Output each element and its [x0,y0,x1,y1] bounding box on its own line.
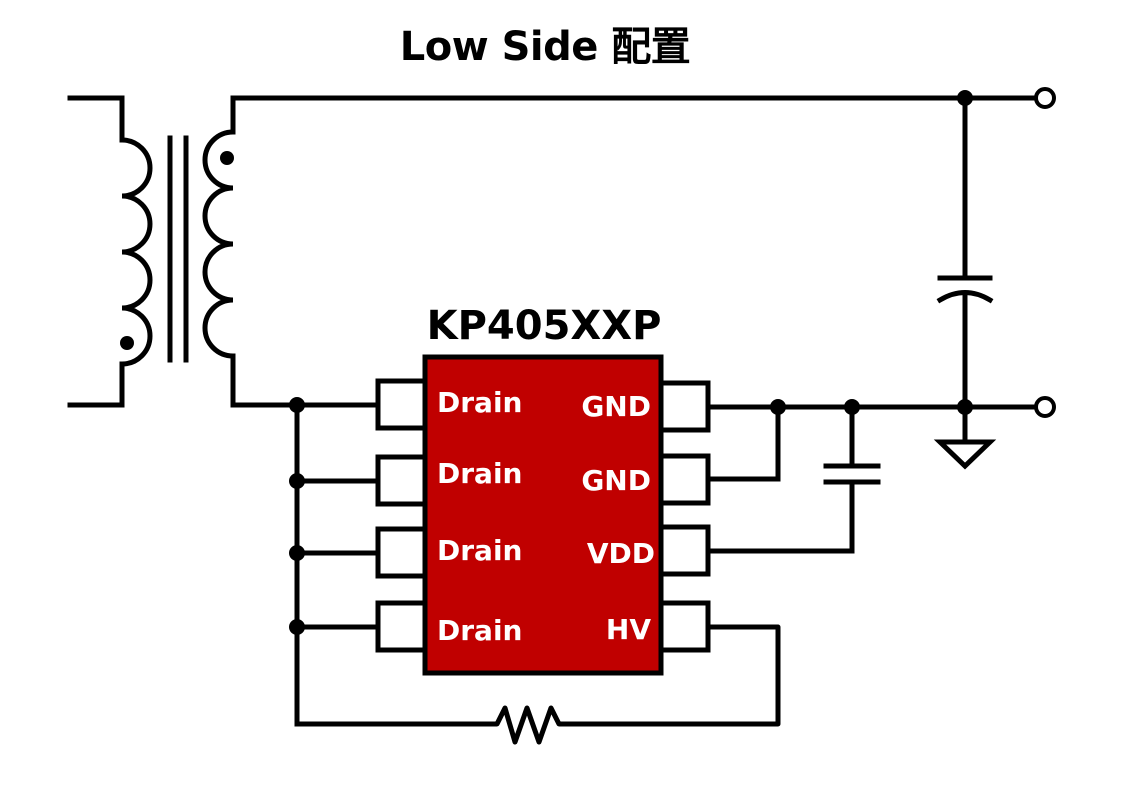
pin-label-drain-1: Drain [437,386,522,419]
pin-label-vdd: VDD [587,537,655,570]
primary-polarity-dot [120,336,134,350]
secondary-polarity-dot [220,151,234,165]
transformer-core [167,135,189,363]
chip-name-label: KP405XXP [427,303,662,349]
ground-symbol [933,404,997,470]
pin-label-drain-2: Drain [437,457,522,490]
transformer-primary-winding [67,95,153,408]
vdd-capacitor [705,404,881,554]
output-capacitor [936,95,994,410]
chip-right-pin-pads [658,380,711,653]
pin-label-drain-4: Drain [437,614,522,647]
junction-dots [289,90,973,635]
output-positive-terminal [1034,87,1056,109]
hv-resistor [294,624,781,745]
pin-label-drain-3: Drain [437,534,522,567]
pin-label-gnd-1: GND [581,390,651,423]
pin-label-gnd-2: GND [581,464,651,497]
diagram-title: Low Side 配置 [399,24,691,70]
chip-left-pin-pads [375,378,428,653]
transformer-secondary-winding [202,95,236,408]
pin-label-hv: HV [606,613,651,646]
gnd-pin2-wire [705,404,781,482]
chip-body [422,354,664,676]
output-ground-terminal [1034,396,1056,418]
